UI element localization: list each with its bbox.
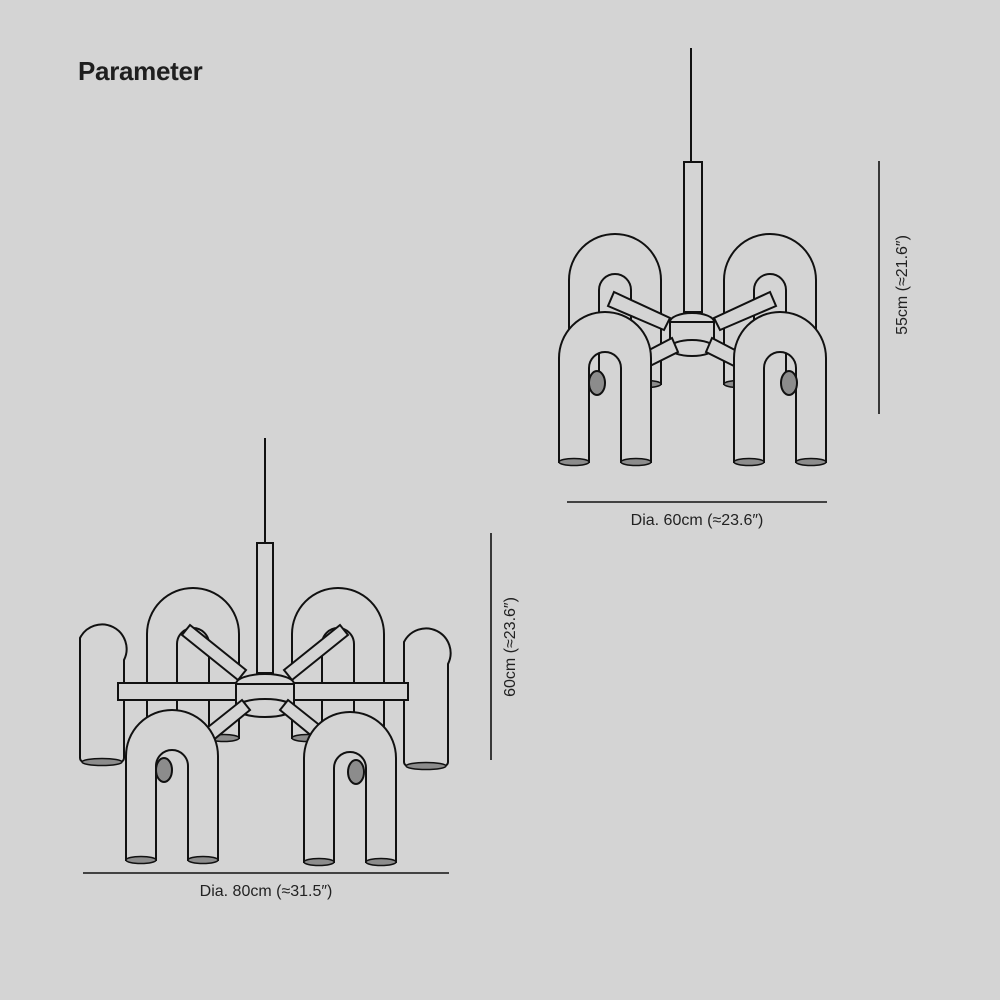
center-rod <box>683 161 703 313</box>
center-rod <box>256 542 274 674</box>
large-diameter-label: Dia. 80cm (≈31.5″) <box>199 883 333 900</box>
front-arm-left <box>125 709 219 865</box>
page-title: Parameter <box>78 56 203 86</box>
front-arm-right <box>733 311 827 467</box>
large-height-label: 60cm (≈23.6″) <box>502 597 519 697</box>
side-arm-right <box>403 627 452 771</box>
small-lamp-drawing <box>558 48 827 467</box>
large-lamp-drawing <box>79 438 452 867</box>
small-diameter-label: Dia. 60cm (≈23.6″) <box>630 512 764 529</box>
front-arm-right <box>303 711 397 867</box>
small-height-label: 55cm (≈21.6″) <box>894 235 911 335</box>
